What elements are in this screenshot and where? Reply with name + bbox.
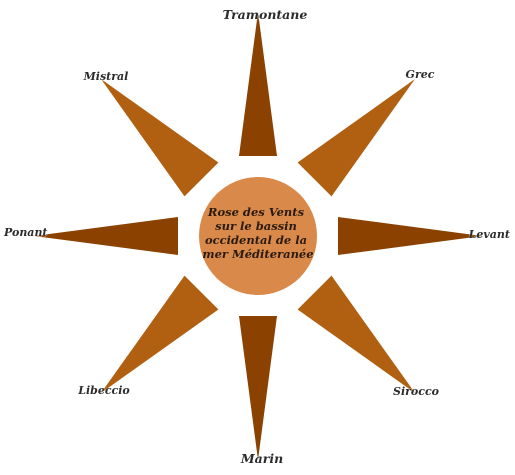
- point-ponant: [34, 217, 178, 255]
- label-ponant: Ponant: [3, 226, 48, 239]
- center-title-line-4: mer Méditeranée: [202, 247, 313, 261]
- point-tramontane: [239, 12, 277, 156]
- center-title-line-2: sur le bassin: [215, 219, 297, 233]
- label-grec: Grec: [406, 68, 435, 81]
- label-levant: Levant: [468, 228, 510, 241]
- center-title: Rose des Vents sur le bassin occidental …: [202, 205, 313, 261]
- point-levant: [338, 217, 482, 255]
- label-sirocco: Sirocco: [393, 385, 439, 398]
- point-sirocco: [297, 275, 415, 393]
- center-disc: [199, 177, 317, 295]
- label-mistral: Mistral: [83, 70, 129, 83]
- wind-labels: Tramontane Grec Levant Sirocco Marin Lib…: [3, 7, 511, 467]
- label-marin: Marin: [240, 451, 283, 466]
- label-libeccio: Libeccio: [77, 384, 130, 397]
- label-tramontane: Tramontane: [223, 7, 308, 22]
- point-grec: [297, 79, 415, 197]
- point-libeccio: [101, 275, 219, 393]
- point-marin: [239, 316, 277, 460]
- point-mistral: [101, 79, 219, 197]
- center-title-line-3: occidental de la: [205, 233, 307, 247]
- center-title-line-1: Rose des Vents: [207, 205, 305, 219]
